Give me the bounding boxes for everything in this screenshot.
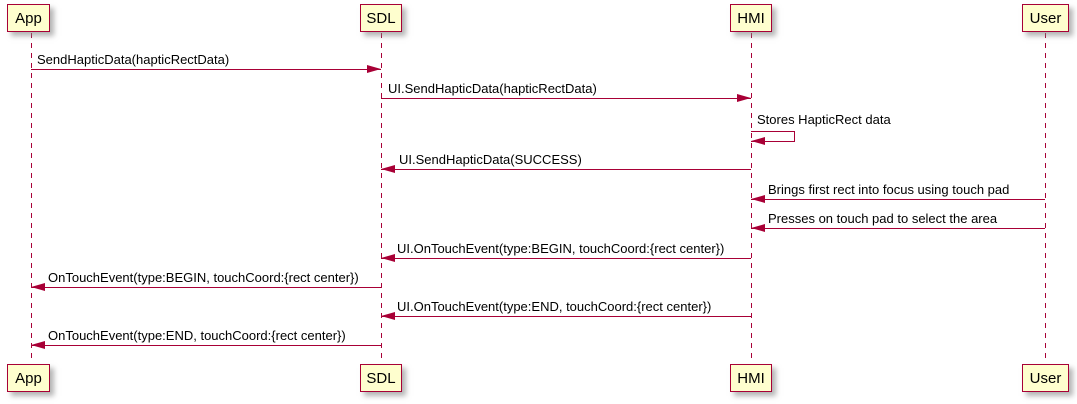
- message-label: UI.SendHapticData(SUCCESS): [399, 152, 582, 167]
- message-brings-first-rect-into-focus-user-to-hmi: Brings first rect into focus using touch…: [751, 180, 1045, 206]
- message-label: OnTouchEvent(type:END, touchCoord:{rect …: [48, 328, 346, 343]
- message-presses-on-touch-pad-user-to-hmi: Presses on touch pad to select the area: [751, 209, 1045, 235]
- message-label: Brings first rect into focus using touch…: [768, 182, 1010, 197]
- message-sendhapticdata-app-to-sdl: SendHapticData(hapticRectData): [31, 50, 381, 76]
- message-ontouchevent-begin-sdl-to-app: OnTouchEvent(type:BEGIN, touchCoord:{rec…: [31, 268, 381, 294]
- arrowhead-left-icon: [751, 224, 765, 232]
- message-label: SendHapticData(hapticRectData): [37, 52, 230, 67]
- arrowhead-left-icon: [31, 283, 45, 291]
- message-ontouchevent-end-sdl-to-app: OnTouchEvent(type:END, touchCoord:{rect …: [31, 326, 381, 352]
- message-ui-sendhapticdata-success-hmi-to-sdl: UI.SendHapticData(SUCCESS): [381, 150, 751, 176]
- self-loop-line: [751, 131, 795, 142]
- message-label: UI.OnTouchEvent(type:BEGIN, touchCoord:{…: [397, 241, 725, 256]
- arrowhead-right-icon: [737, 94, 751, 102]
- message-line: [31, 69, 381, 70]
- participant-sdl-top: SDL: [360, 4, 402, 32]
- message-ui-sendhapticdata-sdl-to-hmi: UI.SendHapticData(hapticRectData): [381, 79, 751, 105]
- participant-app-bottom: App: [7, 364, 50, 392]
- message-line: [381, 258, 751, 259]
- message-line: [381, 316, 751, 317]
- message-label: UI.SendHapticData(hapticRectData): [388, 81, 597, 96]
- message-line: [751, 199, 1045, 200]
- arrowhead-left-icon: [381, 312, 395, 320]
- message-line: [751, 228, 1045, 229]
- message-line: [381, 169, 751, 170]
- participant-hmi-bottom: HMI: [730, 364, 772, 392]
- lifeline-app: [31, 33, 32, 362]
- message-line: [31, 345, 381, 346]
- arrowhead-left-icon: [751, 137, 765, 145]
- lifeline-sdl: [381, 33, 382, 362]
- arrowhead-left-icon: [751, 195, 765, 203]
- message-ui-ontouchevent-begin-hmi-to-sdl: UI.OnTouchEvent(type:BEGIN, touchCoord:{…: [381, 239, 751, 265]
- participant-sdl-bottom: SDL: [360, 364, 402, 392]
- message-label: OnTouchEvent(type:BEGIN, touchCoord:{rec…: [48, 270, 359, 285]
- message-line: [31, 287, 381, 288]
- arrowhead-left-icon: [31, 341, 45, 349]
- participant-hmi-top: HMI: [730, 4, 772, 32]
- message-line: [381, 98, 751, 99]
- message-label: Presses on touch pad to select the area: [768, 211, 998, 226]
- participant-app-top: App: [7, 4, 50, 32]
- arrowhead-left-icon: [381, 254, 395, 262]
- message-ui-ontouchevent-end-hmi-to-sdl: UI.OnTouchEvent(type:END, touchCoord:{re…: [381, 297, 751, 323]
- message-label: Stores HapticRect data: [757, 112, 891, 127]
- message-label: UI.OnTouchEvent(type:END, touchCoord:{re…: [397, 299, 712, 314]
- lifeline-user: [1045, 33, 1046, 362]
- participant-user-top: User: [1022, 4, 1069, 32]
- participant-user-bottom: User: [1022, 364, 1069, 392]
- arrowhead-left-icon: [381, 165, 395, 173]
- arrowhead-right-icon: [367, 65, 381, 73]
